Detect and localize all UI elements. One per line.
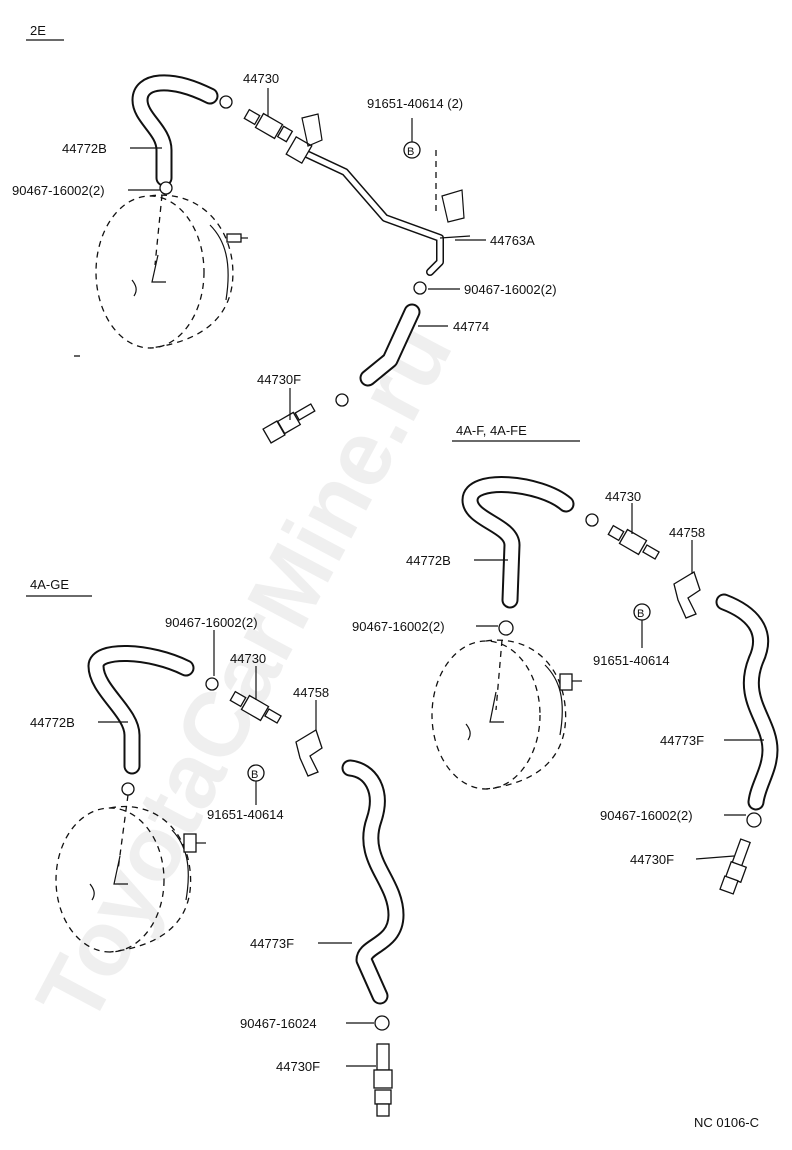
section-label-2e: 2E [30, 23, 46, 38]
section-4a-f-4a-fe: 4A-F, 4A-FE [352, 423, 779, 895]
clamp-4a-ge-top [205, 677, 219, 691]
label-90467-4a-ge: 90467-16002(2) [165, 615, 258, 630]
label-44730f-4a-f: 44730F [630, 852, 674, 867]
union-44730f-4a-ge [373, 1043, 393, 1117]
clamp-2e-mid [413, 281, 427, 295]
section-2e: 2E [12, 23, 557, 444]
hose-44774-2e [359, 303, 421, 387]
union-44730f-2e [262, 403, 316, 444]
hose-44772b-4a-ge [87, 644, 195, 775]
clamp-4a-ge-left [121, 782, 135, 796]
label-90467-4a-f: 90467-16002(2) [352, 619, 445, 634]
clamp-4a-ge-bottom [374, 1015, 390, 1031]
label-44730f-2e: 44730F [257, 372, 301, 387]
label-91651-4a-f: 91651-40614 [593, 653, 670, 668]
hose-44772b-2e [131, 74, 219, 187]
clamp-4a-f-bottom [746, 812, 762, 828]
watermark: ToyotaCarMine.ru [18, 307, 472, 1039]
pipe-44763a-2e [285, 113, 471, 276]
hose-44773f-4a-f [715, 593, 779, 811]
vacuum-fitting-44758-4a-f [673, 571, 701, 619]
label-44772b-4a-ge: 44772B [30, 715, 75, 730]
bolt-mark-letter-4a-ge: B [251, 769, 258, 781]
clamp-4a-f-top [585, 513, 599, 527]
label-44772b-2e: 44772B [62, 141, 107, 156]
label-44774-2e: 44774 [453, 319, 489, 334]
label-91651-2e: 91651-40614 (2) [367, 96, 463, 111]
brake-booster-4a-ge [55, 794, 206, 953]
clamp-2e-top [159, 181, 173, 195]
clamp-2e-upper [219, 95, 233, 109]
label-44773f-4a-ge: 44773F [250, 936, 294, 951]
vacuum-fitting-44758-4a-ge [295, 729, 323, 777]
label-44758-4a-f: 44758 [669, 525, 705, 540]
brake-booster-2e [74, 194, 248, 357]
clamp-4a-f-left [498, 620, 514, 636]
label-44763a-2e: 44763A [490, 233, 535, 248]
label-44730f-4a-ge: 44730F [276, 1059, 320, 1074]
check-valve-44730-2e [243, 108, 294, 143]
label-90467b-4a-f: 90467-16002(2) [600, 808, 693, 823]
union-44730f-4a-f [719, 838, 751, 895]
label-44773f-4a-f: 44773F [660, 733, 704, 748]
check-valve-44730-4a-f [607, 524, 660, 560]
label-90467-2e: 90467-16002(2) [12, 183, 105, 198]
diagram-code: NC 0106-C [694, 1115, 759, 1130]
clamp-2e-lower [335, 393, 349, 407]
bolt-mark-letter-4a-f: B [637, 608, 644, 620]
section-label-4a-f: 4A-F, 4A-FE [456, 423, 527, 438]
label-44730-4a-f: 44730 [605, 489, 641, 504]
label-44730-2e: 44730 [243, 71, 279, 86]
label-44772b-4a-f: 44772B [406, 553, 451, 568]
label-44758-4a-ge: 44758 [293, 685, 329, 700]
section-label-4a-ge: 4A-GE [30, 577, 69, 592]
label-90467-16024-4a-ge: 90467-16024 [240, 1016, 317, 1031]
bolt-mark-letter: B [407, 146, 414, 158]
label-44730-4a-ge: 44730 [230, 651, 266, 666]
label-90467b-2e: 90467-16002(2) [464, 282, 557, 297]
section-4a-ge: 4A-GE [26, 577, 405, 1117]
hose-44772b-4a-f [461, 476, 575, 609]
brake-booster-4a-f [431, 639, 582, 790]
check-valve-44730-4a-ge [229, 690, 282, 724]
hose-44773f-4a-ge [341, 759, 405, 1005]
label-91651-4a-ge: 91651-40614 [207, 807, 284, 822]
